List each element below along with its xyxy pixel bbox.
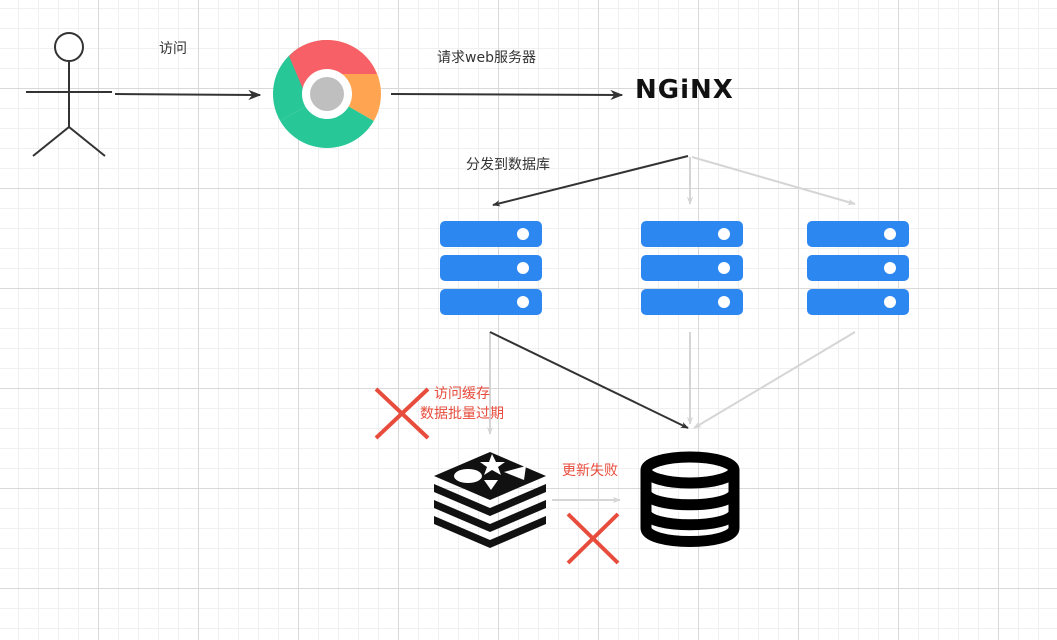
label-request-web-server: 请求web服务器 [437, 50, 536, 66]
user-stick-figure-icon [26, 32, 112, 157]
label-distribute-to-db: 分发到数据库 [466, 157, 550, 173]
label-update-failed: 更新失败 [562, 463, 618, 479]
label-visit: 访问 [159, 41, 187, 57]
arrow-user-to-browser [114, 89, 262, 101]
cross-icon [374, 387, 430, 440]
arrow-browser-to-nginx [390, 89, 624, 101]
database-icon [640, 451, 740, 547]
arrow-server1-to-database [489, 331, 689, 429]
redis-cache-icon [434, 452, 546, 548]
nginx-logo: NGiNX [635, 75, 734, 105]
arrow-nginx-to-server-1 [492, 155, 689, 207]
chrome-browser-icon [272, 40, 382, 149]
server-icon [641, 221, 743, 315]
arrow-server3-to-database [693, 331, 856, 429]
cross-icon [566, 512, 620, 565]
label-cache-expired-line1: 访问缓存 [434, 386, 490, 402]
server-icon [807, 221, 909, 315]
server-icon [440, 221, 542, 315]
label-cache-expired-line2: 数据批量过期 [420, 406, 504, 422]
arrow-nginx-to-server-3 [691, 156, 856, 206]
